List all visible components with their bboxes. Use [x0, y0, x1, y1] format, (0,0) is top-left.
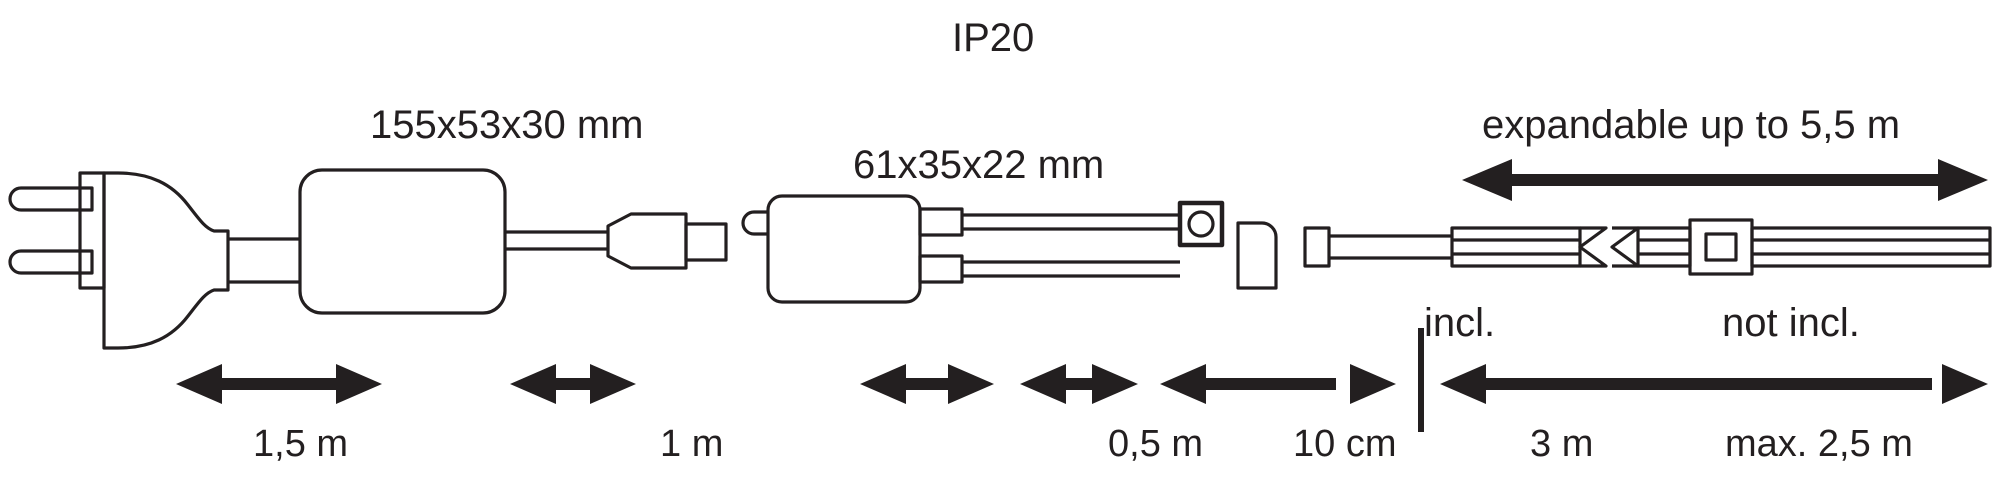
expandable-note-label: expandable up to 5,5 m: [1482, 103, 1901, 147]
dim-arrow-0-5m: [860, 364, 994, 404]
controller-output-stubs: [918, 207, 964, 284]
expandable-arrow: [1462, 159, 1988, 201]
strip-feed-cap: [1236, 221, 1278, 290]
measure-label-mains-cable: 1,5 m: [253, 423, 349, 465]
dc-barrel-male: [684, 222, 728, 262]
dim-arrow-max-2-5m: [1440, 364, 1988, 404]
strip-connector-clip: [1688, 218, 1754, 276]
measure-label-strip-extension: max. 2,5 m: [1725, 423, 1913, 465]
dim-arrow-10cm: [1020, 364, 1138, 404]
measure-label-feed-cable: 10 cm: [1293, 423, 1397, 465]
plug-body: [102, 171, 230, 350]
plug-pin-upper: [8, 186, 94, 212]
measure-label-dc-cable: 1 m: [660, 423, 724, 465]
screw-terminal: [1177, 200, 1225, 248]
not-incl-note-label: not incl.: [1722, 301, 1860, 345]
mains-cable: [228, 237, 300, 284]
dim-arrow-3m: [1160, 364, 1396, 404]
plug-pin-lower: [8, 249, 94, 275]
power-supply-brick: [298, 168, 507, 315]
dc-barrel-female: [606, 212, 688, 270]
strip-end-cap: [1303, 226, 1331, 268]
led-strip-included: [1329, 226, 1640, 268]
controller-output-wires: [962, 213, 1180, 278]
dim-arrow-1-5m: [176, 364, 382, 404]
incl-note-label: incl.: [1424, 301, 1496, 345]
led-strip-extension: [1636, 226, 1692, 268]
ip-rating-label: IP20: [952, 16, 1035, 60]
measure-label-controller-cable: 0,5 m: [1108, 423, 1204, 465]
psu-dimensions-label: 155x53x30 mm: [370, 103, 644, 147]
controller-dimensions-label: 61x35x22 mm: [853, 143, 1105, 187]
controller-box: [741, 194, 922, 304]
measure-label-strip-included: 3 m: [1530, 423, 1594, 465]
dc-cable: [505, 230, 608, 251]
led-strip-tail: [1750, 226, 1992, 268]
dim-arrow-1m: [510, 364, 636, 404]
